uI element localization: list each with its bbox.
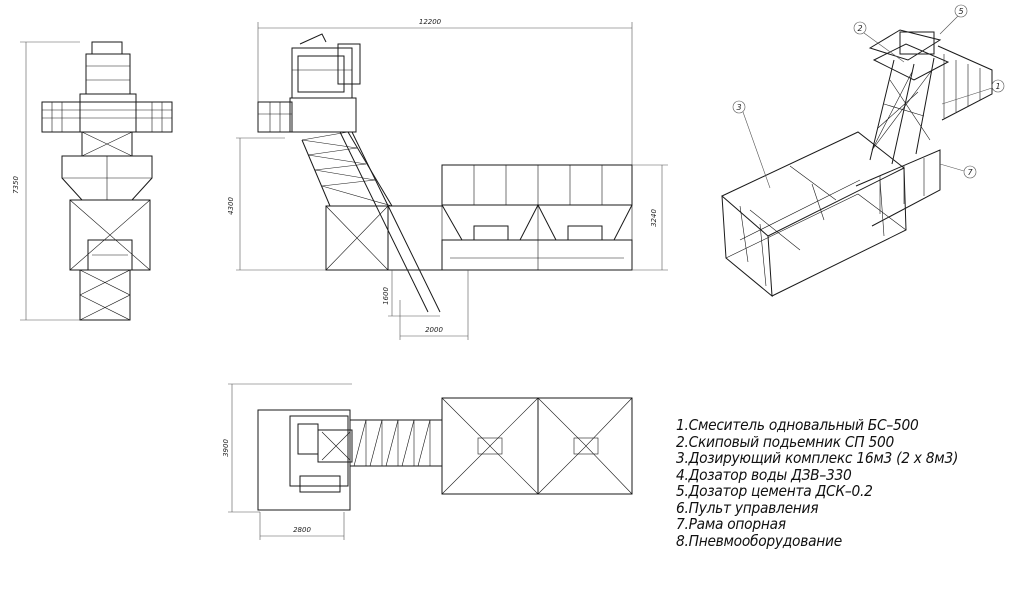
isometric-view: 3 2 5 1 7	[721, 4, 1005, 298]
side-view: 12200 4300	[227, 18, 668, 340]
callout-7: 7	[967, 168, 973, 177]
legend-item-skip-hoist: 2.Скиповый подьемник СП 500	[676, 432, 895, 451]
dim-skip-depth: 1600	[382, 287, 390, 305]
legend-item-control-panel: 6.Пульт управления	[676, 498, 819, 517]
dim-skip-offset: 2000	[425, 326, 443, 334]
dim-plan-width: 3900	[222, 439, 230, 457]
dim-hopper-height: 3240	[650, 209, 658, 227]
callout-3: 3	[736, 103, 741, 112]
dim-total-length: 12200	[419, 18, 442, 26]
dim-side-height: 4300	[227, 197, 235, 215]
dim-plan-depth: 2800	[293, 526, 311, 534]
callout-2: 2	[857, 24, 862, 33]
plan-view: 3900 2800	[222, 383, 633, 540]
callout-5: 5	[958, 7, 963, 16]
legend-item-mixer: 1.Смеситель одновальный БС–500	[676, 416, 919, 434]
legend-item-support-frame: 7.Рама опорная	[676, 515, 786, 533]
legend-item-water-doser: 4.Дозатор воды ДЗВ–330	[676, 465, 852, 484]
callout-1: 1	[995, 82, 1000, 91]
dim-front-height: 7350	[12, 176, 20, 194]
legend-item-batching-complex: 3.Дозирующий комплекс 16м3 (2 х 8м3)	[676, 449, 959, 467]
component-legend: 1.Смеситель одновальный БС–500 2.Скиповы…	[676, 417, 983, 549]
front-view: 7350	[12, 41, 173, 321]
legend-item-cement-doser: 5.Дозатор цемента ДСК–0.2	[676, 482, 873, 500]
legend-item-pneumatics: 8.Пневмооборудование	[676, 531, 842, 550]
